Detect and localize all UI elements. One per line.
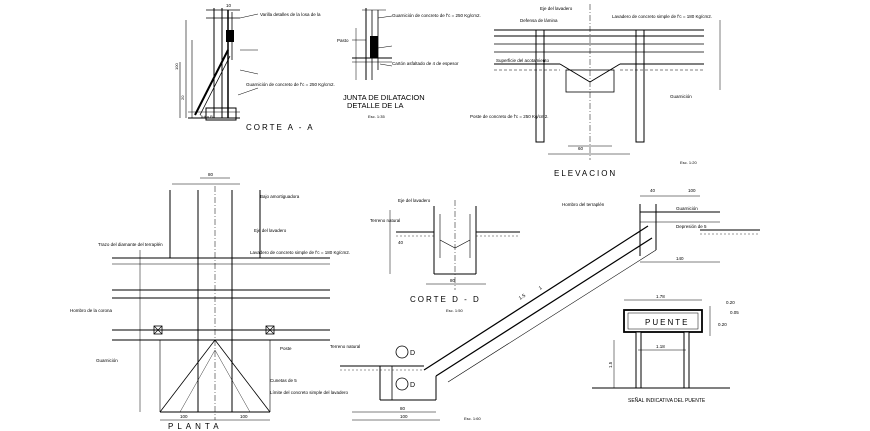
note-eje-planta: Eje del lavadero bbox=[254, 228, 287, 233]
perfil-detail: D D Hombro del terraplén Guarnición Depr… bbox=[330, 188, 760, 421]
dim-senal-a: 0.20 bbox=[726, 300, 735, 305]
sign-text: PUENTE bbox=[645, 318, 689, 327]
dim-planta-left: 100 bbox=[180, 414, 188, 419]
note-hombro-corona: Hombro de la corona bbox=[70, 308, 113, 313]
slope-label-a: 1.5 bbox=[518, 293, 527, 302]
dim-perfil-40: 40 bbox=[650, 188, 656, 193]
title-junta: JUNTA DE DILATACION bbox=[343, 93, 425, 102]
title-elevacion: ELEVACION bbox=[554, 169, 617, 178]
note-poste-elev: Poste de concreto de f'c = 250 Kg/cm2. bbox=[470, 114, 549, 119]
note-poste-planta: Poste bbox=[280, 346, 292, 351]
note-varilla: Varilla detalles de la losa de la bbox=[260, 12, 321, 17]
scale-elevacion: Esc. 1:20 bbox=[680, 160, 697, 165]
title-corte-dd: CORTE D - D bbox=[410, 295, 481, 304]
dim-aa-top: 10 bbox=[226, 3, 232, 8]
dim-aa-side: 20 bbox=[180, 95, 185, 100]
note-tubo: Tubo B bbox=[200, 114, 213, 119]
marker-d-top: D bbox=[410, 350, 415, 357]
dim-perfil-bottom: 100 bbox=[400, 414, 408, 419]
note-trazo: Trazo del diamante del terraplén bbox=[98, 242, 163, 247]
senal-detail: PUENTE 1.78 1.18 0.20 0.05 0.20 1.5 SEÑA… bbox=[592, 294, 739, 404]
note-pasto: Pasto bbox=[337, 38, 349, 43]
scale-junta: Esc. 1:35 bbox=[368, 114, 385, 119]
note-guarnicion-aa: Guarnición de concreto de f'c = 250 Kg/c… bbox=[246, 82, 335, 87]
dim-elev-60: 60 bbox=[578, 146, 584, 151]
dim-dd-80: 80 bbox=[450, 278, 456, 283]
marker-d-bottom: D bbox=[410, 382, 415, 389]
dim-senal-inner: 1.18 bbox=[656, 344, 665, 349]
dim-planta-top: 80 bbox=[208, 172, 214, 177]
note-cunetas: Cunetas de 5 bbox=[270, 378, 297, 383]
note-hombro-terraplen: Hombro del terraplén bbox=[562, 202, 605, 207]
dim-perfil-80: 80 bbox=[400, 406, 406, 411]
title-planta: PLANTA bbox=[168, 422, 223, 431]
note-eje-dd: Eje del lavadero bbox=[398, 198, 431, 203]
dim-senal-width: 1.78 bbox=[656, 294, 665, 299]
dim-perfil-100: 100 bbox=[688, 188, 696, 193]
dim-perfil-140: 140 bbox=[676, 256, 684, 261]
note-guarnicion-perfil: Guarnición bbox=[676, 206, 698, 211]
dim-senal-height: 1.5 bbox=[608, 361, 613, 368]
title-senal: SEÑAL INDICATIVA DEL PUENTE bbox=[628, 397, 706, 404]
note-bajo: Bajo amortiguadora bbox=[260, 194, 300, 199]
corte-aa-detail: Varilla detalles de la losa de la Guarni… bbox=[174, 3, 335, 132]
note-lavadero-planta: Lavadero de concreto simple de f'c = 180… bbox=[250, 250, 350, 255]
dim-dd-40: 40 bbox=[398, 240, 404, 245]
dim-aa-height: 100 bbox=[174, 63, 179, 70]
dim-senal-c: 0.20 bbox=[718, 322, 727, 327]
note-superficie: Superficie del acotamiento bbox=[496, 58, 550, 63]
title-corte-aa: CORTE A - A bbox=[246, 123, 315, 132]
note-defensa: Defensa de lámina bbox=[520, 18, 558, 23]
note-eje-elev: Eje del lavadero bbox=[540, 6, 573, 11]
junta-dilatacion-detail: Guarnición de concreto de f'c = 250 Kg/c… bbox=[337, 8, 481, 119]
scale-perfil: Esc. 1:60 bbox=[464, 416, 481, 421]
scale-corte-dd: Esc. 1:50 bbox=[446, 308, 463, 313]
note-limite: Límite del concreto simple del lavadero bbox=[270, 390, 349, 395]
planta-detail: 80 Bajo amortiguadora Eje del lavadero T… bbox=[70, 172, 350, 431]
note-guarnicion-elev: Guarnición bbox=[670, 94, 692, 99]
subtitle-junta: DETALLE DE LA bbox=[347, 101, 404, 110]
dim-planta-right: 100 bbox=[240, 414, 248, 419]
note-lavadero-elev: Lavadero de concreto simple de f'c = 180… bbox=[612, 14, 712, 19]
note-junta-guarnicion: Guarnición de concreto de f'c = 250 Kg/c… bbox=[392, 13, 481, 18]
dim-senal-b: 0.05 bbox=[730, 310, 739, 315]
note-guarnicion-planta: Guarnición bbox=[96, 358, 118, 363]
note-terreno-dd: Terreno natural bbox=[370, 218, 400, 223]
corte-dd-detail: Eje del lavadero Terreno natural 40 80 C… bbox=[370, 198, 520, 313]
note-depresion: Depresión de 5 bbox=[676, 224, 707, 229]
elevacion-detail: Eje del lavadero Defensa de lámina Lavad… bbox=[470, 4, 721, 178]
note-carton: Cartón asfaltado de 4 de espesor bbox=[392, 61, 459, 66]
slope-label-b: 1 bbox=[538, 285, 544, 292]
note-terreno-perfil: Terreno natural bbox=[330, 344, 360, 349]
